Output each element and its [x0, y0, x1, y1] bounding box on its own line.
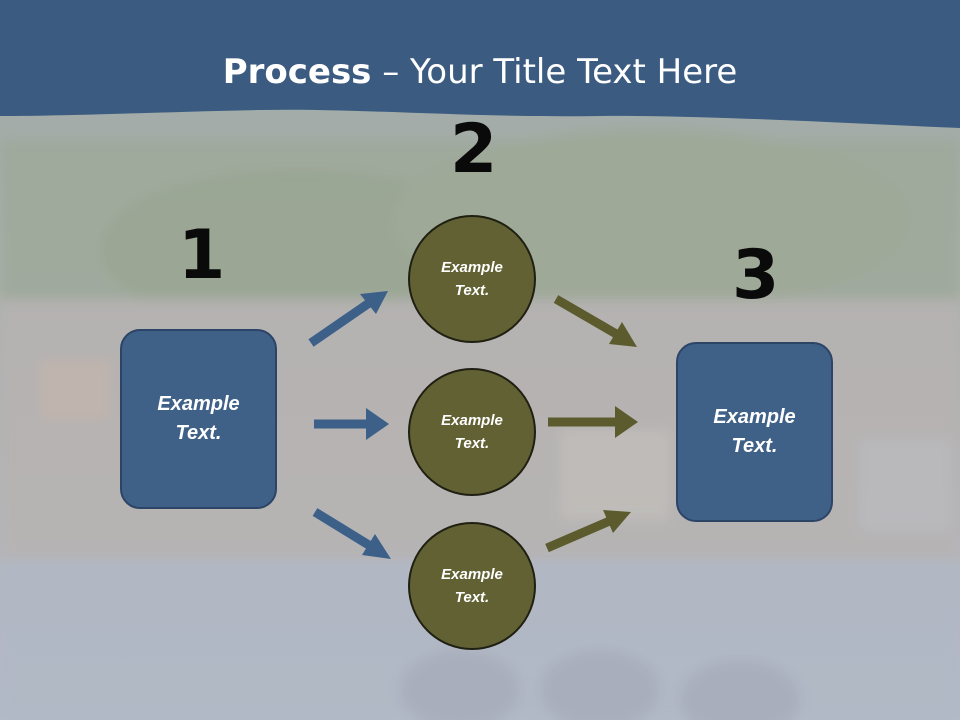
- step-3-label: Example Text.: [713, 406, 796, 457]
- blue-arrow-right: [314, 408, 389, 440]
- olive-arrow-up: [545, 510, 631, 553]
- step-number-3: 3: [732, 236, 780, 315]
- circle-middle: Example Text.: [408, 368, 536, 496]
- step-number-2: 2: [450, 110, 498, 189]
- blue-arrow-up: [308, 291, 388, 347]
- step-1-box: Example Text.: [120, 329, 277, 509]
- step-3-box: Example Text.: [676, 342, 833, 522]
- olive-arrow-down: [553, 295, 637, 347]
- blue-arrow-down: [312, 508, 391, 559]
- olive-arrow-right: [548, 406, 638, 438]
- circle-bottom: Example Text.: [408, 522, 536, 650]
- step-number-1: 1: [178, 216, 226, 295]
- circle-bottom-label: Example Text.: [441, 566, 503, 606]
- circle-top: Example Text.: [408, 215, 536, 343]
- title-rest: – Your Title Text Here: [371, 52, 738, 92]
- circle-top-label: Example Text.: [441, 259, 503, 299]
- circle-middle-label: Example Text.: [441, 412, 503, 452]
- header-band: [0, 0, 960, 128]
- title-bold: Process: [222, 52, 372, 92]
- step-1-label: Example Text.: [157, 393, 240, 444]
- slide-title: Process – Your Title Text Here: [0, 52, 960, 92]
